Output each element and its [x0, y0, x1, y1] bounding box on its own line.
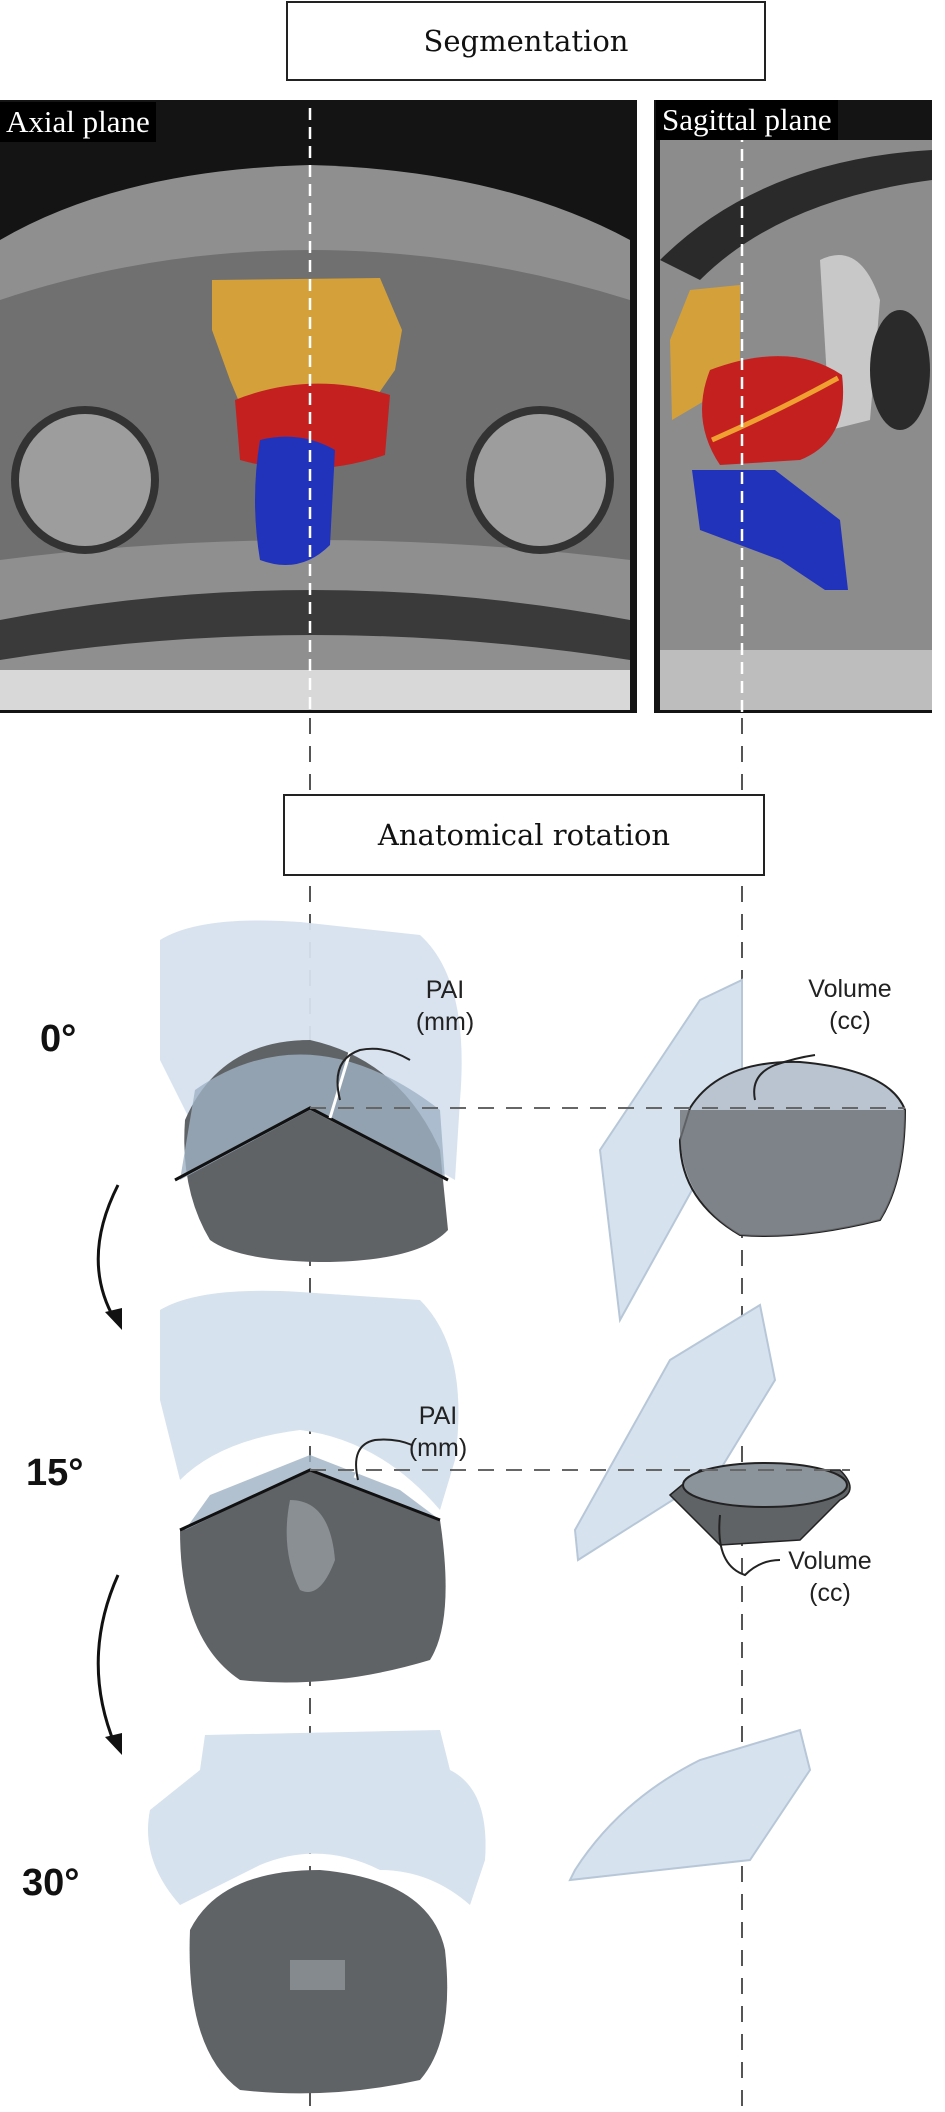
- pai-label: PAI: [425, 976, 465, 1004]
- volume-annotation-0: Volume (cc): [795, 973, 905, 1037]
- volume-label: Volume: [788, 1547, 872, 1575]
- rectum-segmentation-sagittal: [692, 470, 848, 590]
- rotation-arrow-2: [96, 1574, 120, 1746]
- pai-label: PAI: [418, 1402, 458, 1430]
- axial-plane-label: Axial plane: [0, 102, 156, 142]
- pai-unit: (mm): [415, 1008, 475, 1036]
- axial-mri-image: [0, 100, 637, 713]
- sagittal-plane-label: Sagittal plane: [656, 100, 838, 140]
- volume-label: Volume: [808, 975, 892, 1003]
- rectum-segmentation-axial: [255, 436, 335, 565]
- segmentation-title: Segmentation: [286, 1, 766, 81]
- angle-label-0: 0°: [40, 1018, 77, 1060]
- volume-unit: (cc): [829, 1007, 871, 1035]
- pai-annotation-15: PAI (mm): [398, 1400, 478, 1464]
- femoral-head-right: [466, 406, 614, 554]
- anatomical-rotation-title: Anatomical rotation: [283, 794, 765, 876]
- volume-annotation-15: Volume (cc): [775, 1545, 885, 1609]
- volume-unit: (cc): [809, 1579, 851, 1607]
- angle-label-15: 15°: [26, 1452, 84, 1494]
- rotation-15-models: [160, 1290, 851, 1683]
- rotation-30-models: [148, 1728, 812, 2094]
- sagittal-mri-image: [654, 100, 932, 713]
- femoral-head-left: [11, 406, 159, 554]
- angle-label-30: 30°: [22, 1862, 80, 1904]
- rotation-arrow-1: [96, 1184, 120, 1321]
- rotation-0-models: [160, 920, 907, 1324]
- pai-unit: (mm): [408, 1434, 468, 1462]
- pai-annotation-0: PAI (mm): [405, 974, 485, 1038]
